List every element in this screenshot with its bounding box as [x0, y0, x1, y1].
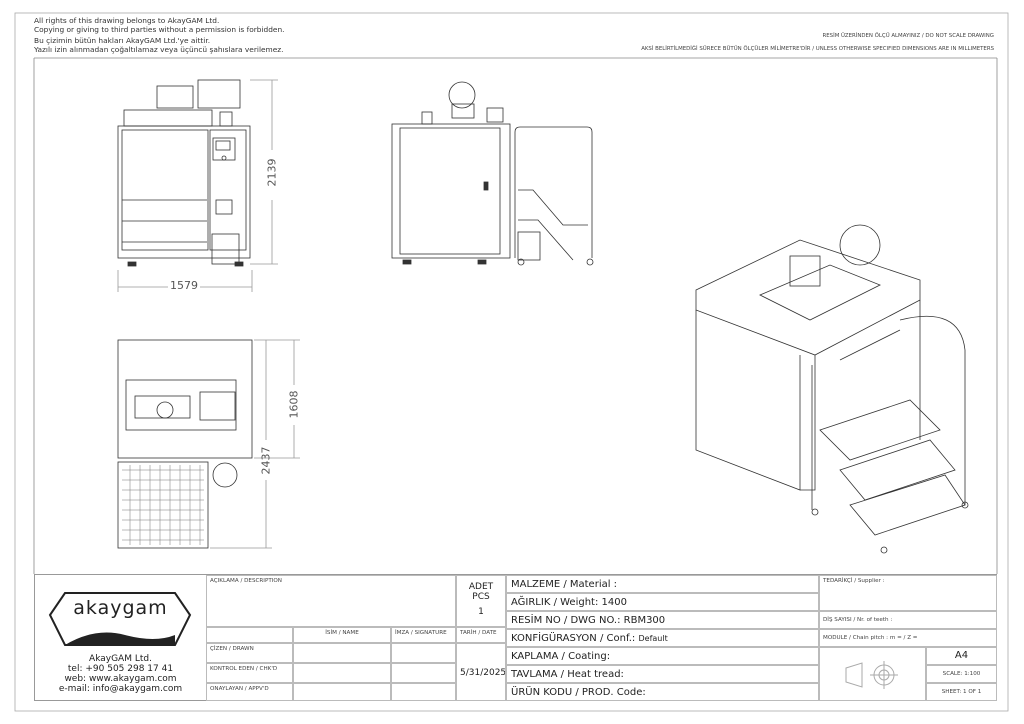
pcs-cell: ADET PCS 1: [456, 575, 506, 627]
conf-value: Default: [638, 634, 668, 643]
blank-cell: [206, 627, 293, 643]
supplier-field: TEDARİKÇİ / Supplier :: [819, 575, 997, 611]
coating-field: KAPLAMA / Coating:: [506, 647, 819, 665]
dimension-width: 1579: [170, 279, 198, 292]
checked-signature: [391, 663, 456, 683]
approved-name: [293, 683, 391, 701]
approved-signature: [391, 683, 456, 701]
rights-line: Copying or giving to third parties witho…: [34, 24, 285, 34]
checked-name: [293, 663, 391, 683]
company-tel: tel: +90 505 298 17 41: [67, 664, 174, 674]
rights-line: All rights of this drawing belongs to Ak…: [34, 16, 220, 25]
company-logo: akaygam AkayGAM Ltd. tel: +90 505 298 17…: [35, 575, 206, 701]
module-field: MODULE / Chain pitch : m = / Z =: [819, 629, 997, 647]
logo-mark: [48, 592, 192, 646]
company-email: e-mail: info@akaygam.com: [58, 684, 183, 694]
drawn-signature: [391, 643, 456, 663]
paper-size: A4: [926, 647, 997, 665]
copyright-notice-en: All rights of this drawing belongs to Ak…: [34, 16, 285, 54]
conf-label: KONFİGÜRASYON / Conf.:: [511, 633, 636, 644]
date-value: 5/31/2025: [456, 643, 506, 701]
rights-line: Bu çizimin bütün hakları AkayGAM Ltd.'ye…: [34, 36, 211, 45]
side-view: [391, 81, 594, 266]
signature-header: İMZA / SIGNATURE: [391, 627, 456, 643]
drawn-name: [293, 643, 391, 663]
pcs-label: ADET: [468, 582, 494, 592]
pcs-label: PCS: [472, 592, 490, 602]
approved-label: ONAYLAYAN / APPV'D: [206, 683, 293, 701]
dimension-total-depth: 2437: [259, 446, 273, 475]
front-view: [117, 79, 278, 292]
outer-frame: [14, 12, 1009, 712]
dimension-height: 2139: [265, 158, 279, 187]
dwg-no-field: RESİM NO / DWG NO.: RBM300: [506, 611, 819, 629]
no-scale-note: RESİM ÜZERİNDEN ÖLÇÜ ALMAYINIZ / DO NOT …: [822, 33, 994, 39]
top-view: [117, 339, 300, 549]
title-block: akaygam AkayGAM Ltd. tel: +90 505 298 17…: [34, 574, 997, 701]
teeth-field: DİŞ SAYISI / Nr. of teeth :: [819, 611, 997, 629]
projection-symbol-cell: [819, 647, 926, 701]
company-web: web: www.akaygam.com: [64, 674, 177, 684]
configuration-field: KONFİGÜRASYON / Conf.: Default: [506, 629, 819, 647]
description-cell: AÇIKLAMA / DESCRIPTION: [206, 575, 456, 627]
isometric-view: [695, 224, 969, 554]
units-note: AKSİ BELİRTİLMEDİĞİ SÜRECE BÜTÜN ÖLÇÜLER…: [641, 46, 994, 52]
drawn-label: ÇİZEN / DRAWN: [206, 643, 293, 663]
dimension-depth: 1608: [287, 390, 301, 419]
checked-label: KONTROL EDEN / CHK'D: [206, 663, 293, 683]
heat-treat-field: TAVLAMA / Heat tread:: [506, 665, 819, 683]
date-header: TARİH / DATE: [456, 627, 506, 643]
weight-field: AĞIRLIK / Weight: 1400: [506, 593, 819, 611]
third-angle-projection-icon: [845, 661, 898, 689]
name-header: İSİM / NAME: [293, 627, 391, 643]
sheet-number: SHEET: 1 OF 1: [926, 683, 997, 701]
prod-code-field: ÜRÜN KODU / PROD. Code:: [506, 683, 819, 701]
scale: SCALE: 1:100: [926, 665, 997, 683]
material-field: MALZEME / Material :: [506, 575, 819, 593]
company-name: AkayGAM Ltd.: [89, 654, 152, 664]
logo-text: akaygam: [73, 597, 168, 619]
pcs-value: 1: [478, 607, 484, 617]
rights-line: Yazılı izin alınmadan çoğaltılamaz veya …: [34, 44, 284, 54]
